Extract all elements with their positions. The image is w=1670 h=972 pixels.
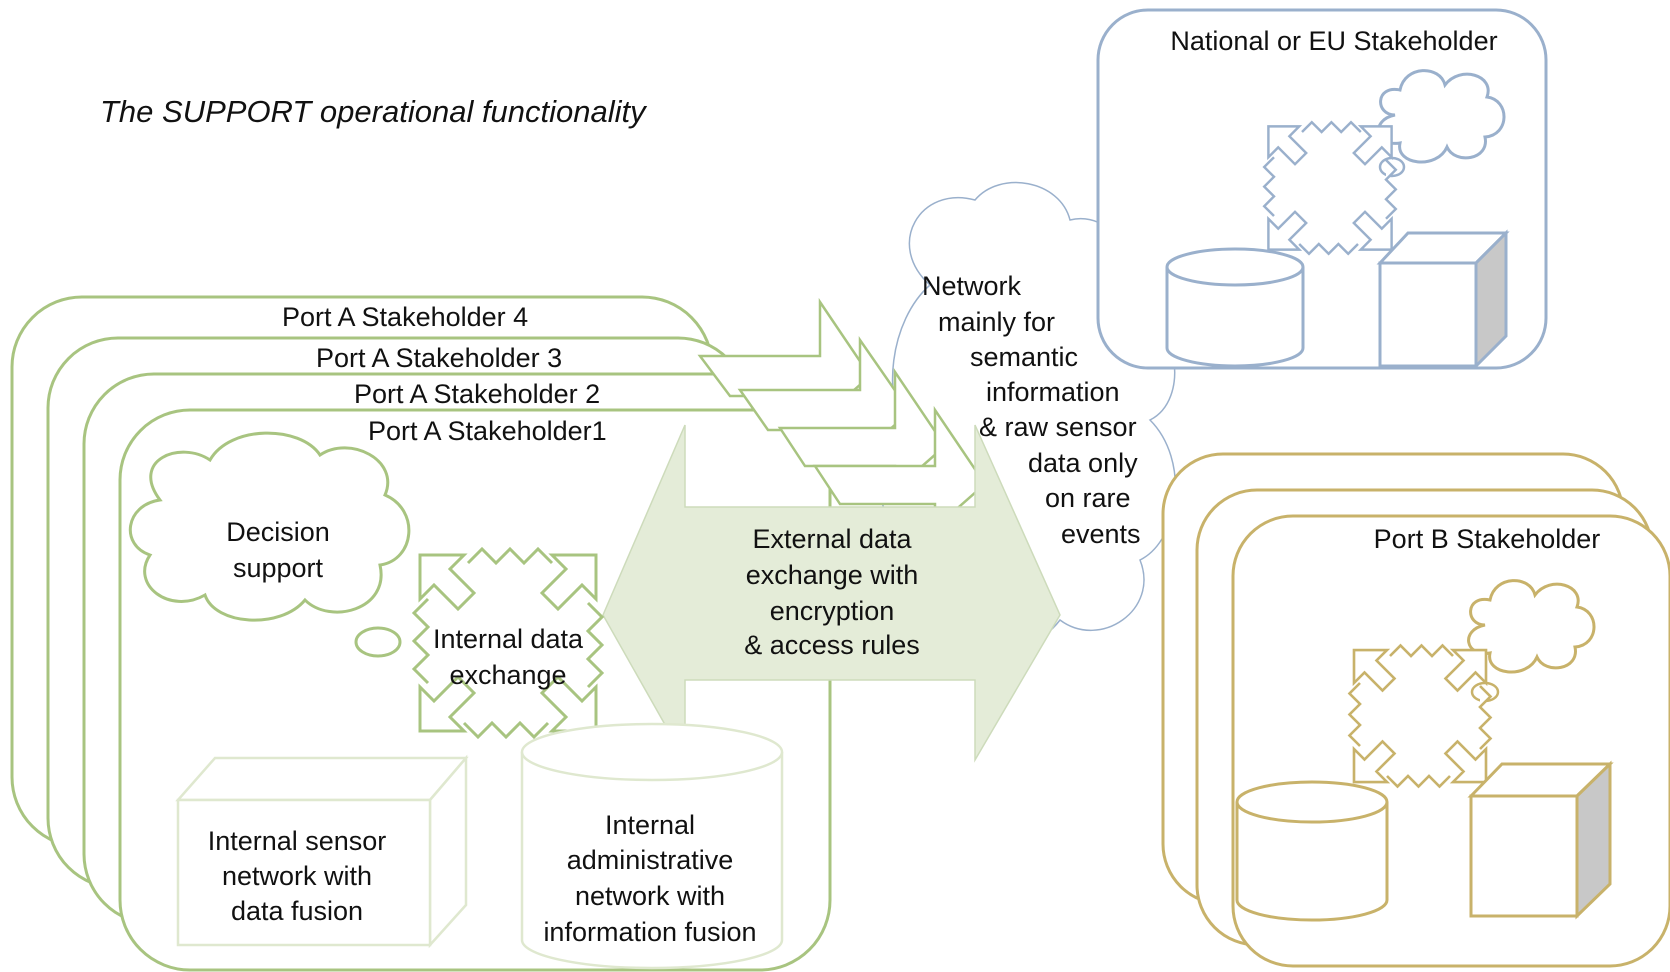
decision-support-line-1: Decision: [226, 517, 330, 547]
network-line-8: events: [1061, 519, 1141, 549]
internal-exchange-line-1: Internal data: [433, 624, 584, 654]
port-a-stakeholder-2-label: Port A Stakeholder 2: [354, 379, 600, 409]
eu-stakeholder-label: National or EU Stakeholder: [1170, 26, 1497, 56]
decision-support-line-2: support: [233, 553, 324, 583]
stakeholder-link-arrows: [697, 297, 987, 531]
external-exchange-line-1: External data: [752, 524, 912, 554]
sensor-network-line-1: Internal sensor: [208, 826, 387, 856]
external-exchange-line-3: encryption: [770, 596, 895, 626]
eu-stakeholder-group: National or EU Stakeholder: [1096, 8, 1548, 370]
external-exchange-label: External data exchange with encryption &…: [744, 524, 920, 660]
eu-database-cylinder: [1165, 247, 1305, 368]
network-line-6: data only: [1028, 448, 1138, 478]
network-line-5: & raw sensor: [979, 412, 1137, 442]
sensor-network-cube: [175, 754, 469, 949]
network-line-1: Network: [922, 271, 1022, 301]
network-line-3: semantic: [970, 342, 1078, 372]
port-b-database-cylinder: [1235, 780, 1389, 922]
port-b-contents: [1235, 579, 1614, 922]
sensor-network-line-2: network with: [222, 861, 372, 891]
network-line-2: mainly for: [938, 307, 1055, 337]
admin-network-line-3: network with: [575, 881, 725, 911]
port-a-stakeholder-1-label: Port A Stakeholder1: [368, 416, 607, 446]
thought-bubble-dot: [354, 626, 402, 658]
admin-network-cylinder: [520, 722, 784, 970]
network-line-4: information: [986, 377, 1120, 407]
admin-network-line-4: information fusion: [543, 917, 756, 947]
network-line-7: on rare: [1045, 483, 1131, 513]
port-a-stakeholder-4-label: Port A Stakeholder 4: [282, 302, 528, 332]
admin-network-line-2: administrative: [567, 845, 734, 875]
external-exchange-line-4: & access rules: [744, 630, 920, 660]
network-cloud-text: Network mainly for semantic information …: [922, 271, 1141, 549]
sensor-network-line-3: data fusion: [231, 896, 363, 926]
external-exchange-line-2: exchange with: [746, 560, 919, 590]
port-b-stakeholder-label: Port B Stakeholder: [1374, 524, 1601, 554]
external-exchange-arrow: [602, 424, 1061, 763]
internal-exchange-line-2: exchange: [449, 660, 566, 690]
port-b-server-cube: [1467, 760, 1614, 920]
port-a-stakeholder-3-label: Port A Stakeholder 3: [316, 343, 562, 373]
admin-network-line-1: Internal: [605, 810, 695, 840]
eu-server-cube: [1376, 229, 1510, 370]
diagram-title: The SUPPORT operational functionality: [100, 94, 648, 129]
decision-support-cloud: [128, 431, 411, 658]
